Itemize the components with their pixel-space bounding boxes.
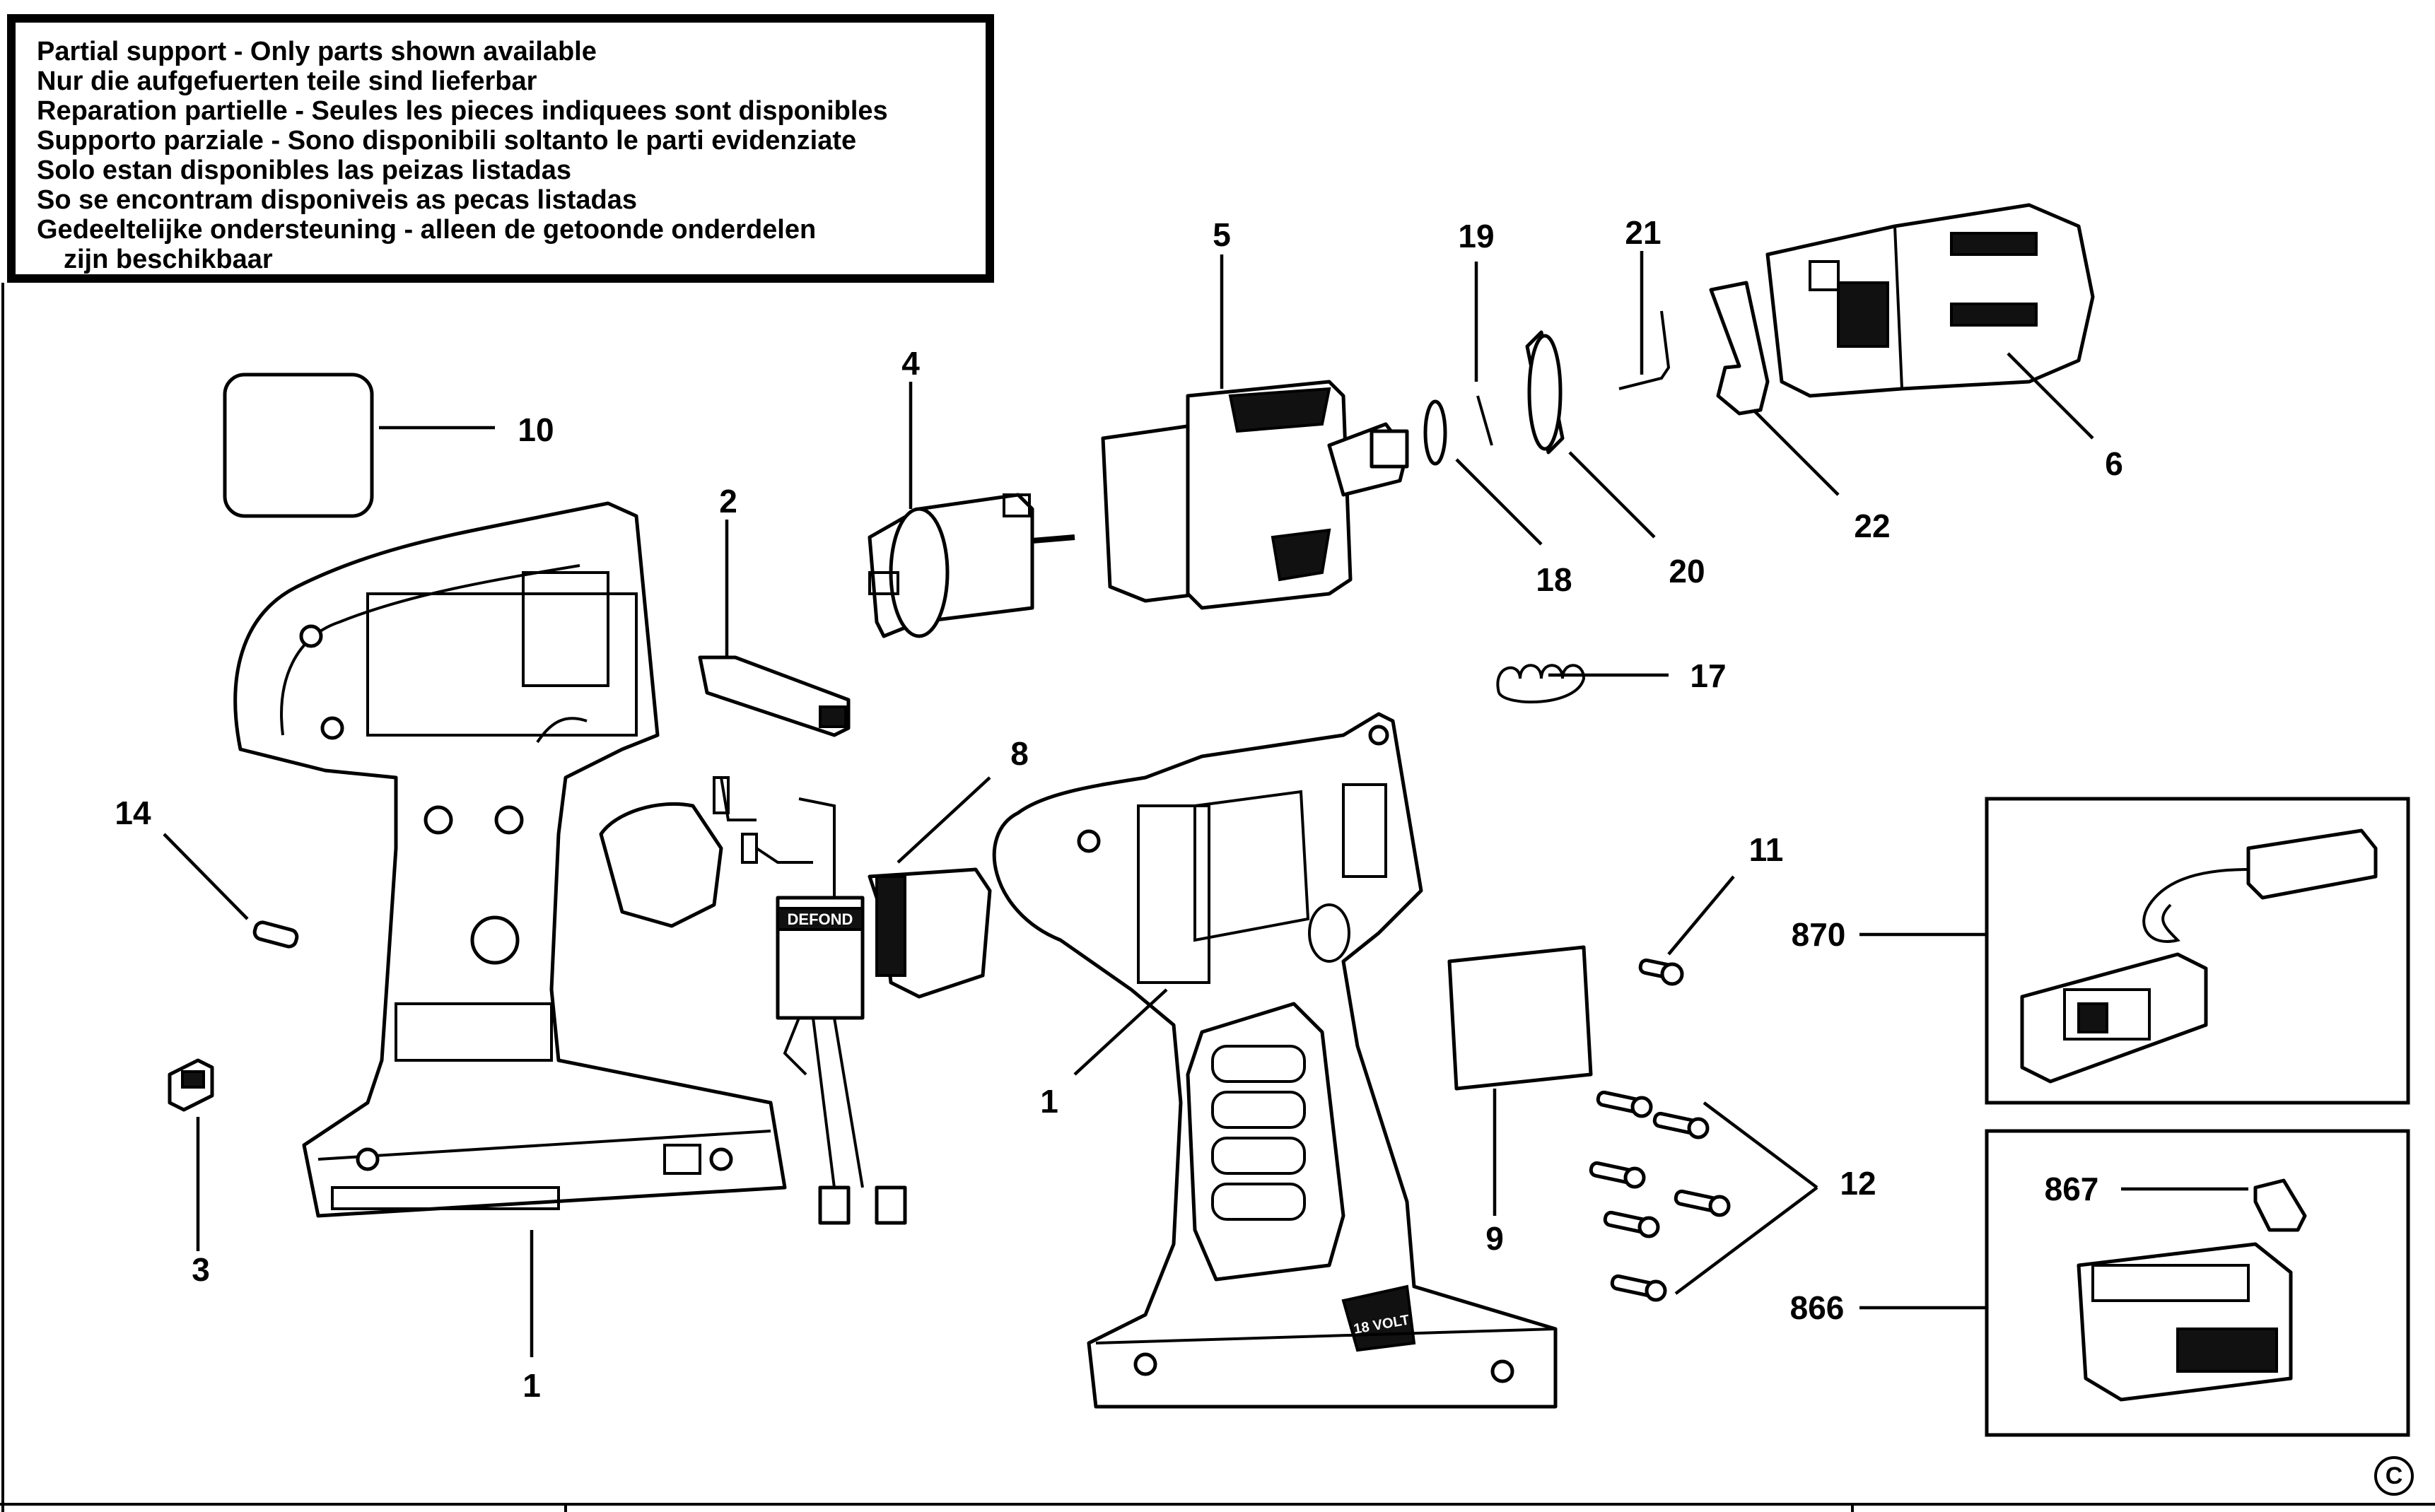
callout-5: 5 — [1213, 216, 1231, 253]
part-10-label — [223, 373, 374, 518]
callout-18: 18 — [1536, 561, 1572, 598]
callout-labels: 10 4 2 5 19 21 6 22 18 20 17 8 14 11 870… — [115, 214, 2122, 1404]
callout-8: 8 — [1010, 735, 1029, 772]
screw — [1610, 1274, 1667, 1302]
callout-866: 866 — [1790, 1289, 1845, 1326]
callout-14: 14 — [115, 795, 151, 831]
callout-6: 6 — [2105, 445, 2123, 482]
part-3-clip — [168, 1058, 214, 1112]
callout-10: 10 — [518, 411, 554, 448]
notice-line-1: Partial support - Only parts shown avail… — [37, 37, 597, 66]
callout-21: 21 — [1625, 214, 1661, 251]
notice-line-3: Reparation partielle - Seules les pieces… — [37, 96, 888, 126]
callout-3: 3 — [192, 1251, 210, 1288]
callout-19: 19 — [1458, 218, 1494, 254]
part-22-bracket — [1709, 281, 1770, 416]
part-866-867-battery-box — [1985, 1129, 2410, 1437]
part-17-spring — [1496, 664, 1586, 704]
callout-17: 17 — [1690, 657, 1726, 694]
part-11-screw — [1638, 958, 1684, 986]
screw — [1603, 1210, 1660, 1238]
leader-lines — [163, 251, 2248, 1357]
callout-9: 9 — [1485, 1220, 1504, 1257]
copyright-symbol: C — [2374, 1456, 2414, 1496]
callout-870: 870 — [1792, 916, 1846, 953]
screw — [1674, 1189, 1731, 1217]
callout-12: 12 — [1840, 1165, 1876, 1202]
frame-lines — [0, 283, 2435, 1512]
callout-2: 2 — [719, 483, 737, 520]
screw — [1652, 1111, 1710, 1139]
part-6-chuck — [1765, 203, 2095, 398]
part-8-switch: DEFOND — [599, 776, 992, 1225]
notice-line-8: zijn beschikbaar — [64, 245, 273, 274]
part-21-hex-key — [1618, 310, 1671, 390]
notice-line-6: So se encontram disponiveis as pecas lis… — [37, 185, 638, 215]
callout-1-left: 1 — [522, 1367, 541, 1404]
part-20-washer — [1525, 330, 1565, 455]
callout-11: 11 — [1749, 831, 1784, 868]
part-4-motor — [868, 493, 1075, 638]
part-9-label — [1447, 945, 1593, 1091]
part-18-ring — [1423, 399, 1447, 466]
screw — [1596, 1090, 1653, 1118]
part-14-pin — [252, 920, 299, 949]
part-19-clip — [1476, 395, 1493, 446]
notice-line-2: Nur die aufgefuerten teile sind lieferba… — [37, 66, 537, 96]
callout-4: 4 — [901, 345, 920, 382]
callout-22: 22 — [1854, 508, 1890, 544]
switch-brand-text: DEFOND — [788, 910, 853, 928]
part-1-left-housing — [233, 501, 787, 1218]
availability-notice-box: Partial support - Only parts shown avail… — [7, 14, 994, 283]
notice-line-4: Supporto parziale - Sono disponibili sol… — [37, 126, 857, 156]
notice-line-5: Solo estan disponibles las peizas listad… — [37, 156, 572, 185]
part-1-right-housing: 18 VOLT — [992, 712, 1558, 1409]
part-870-charger-box — [1985, 797, 2410, 1105]
callout-867: 867 — [2045, 1171, 2099, 1207]
screw — [1589, 1161, 1646, 1189]
part-2-slider — [698, 655, 851, 737]
callout-1-right: 1 — [1040, 1083, 1058, 1120]
part-5-gearbox — [1101, 380, 1409, 610]
notice-line-7: Gedeeltelijke ondersteuning - alleen de … — [37, 215, 817, 245]
callout-20: 20 — [1669, 553, 1705, 590]
part-12-screws — [1589, 1090, 1731, 1302]
